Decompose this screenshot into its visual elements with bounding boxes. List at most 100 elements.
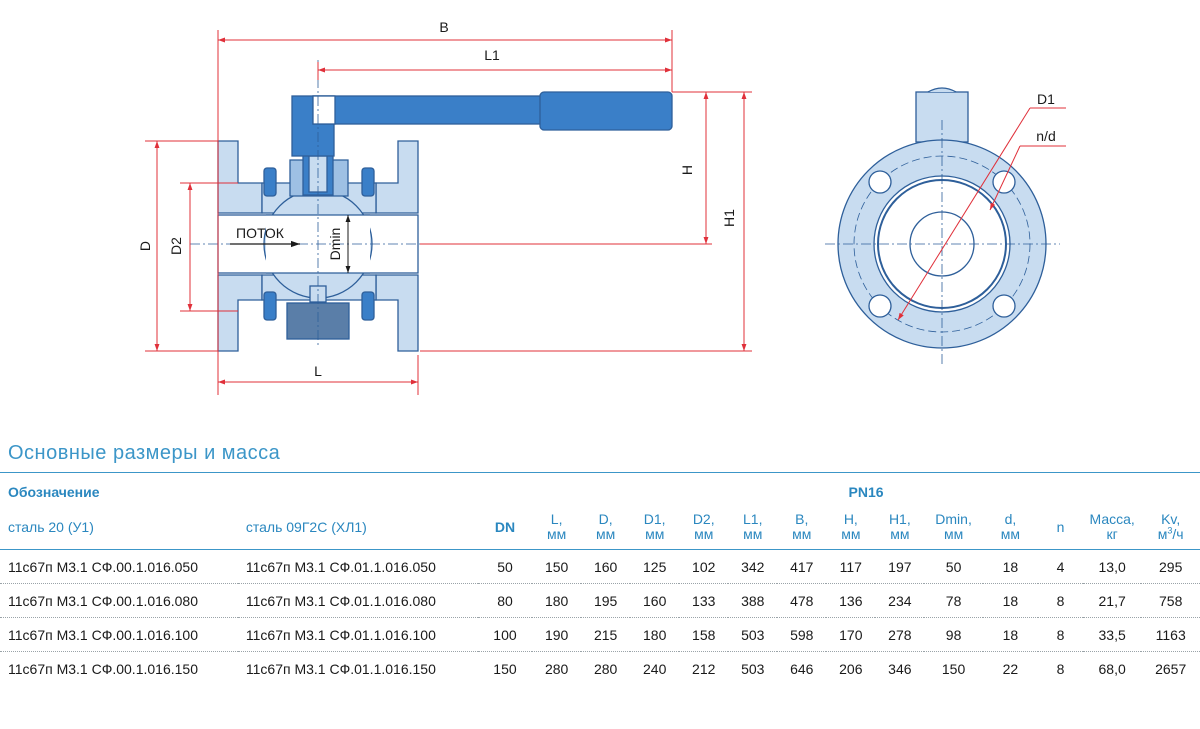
table-cell: 598 [777,617,827,652]
column-header: D1,мм [630,505,680,550]
column-header-unit: мм [826,527,875,542]
header-pn: PN16 [848,483,884,500]
unit-text: мм [694,526,714,542]
column-header-name: L1, [743,511,763,527]
front-centre-lines [825,120,1060,365]
label-Dmin: Dmin [327,228,343,261]
table-cell: 11с67п М3.1 СФ.01.1.016.100 [237,617,478,652]
table-cell: 80 [477,583,533,618]
column-header-unit: мм [983,527,1038,542]
table-cell: 212 [692,660,716,677]
column-header-name: H, [843,511,858,527]
table-cell: 50 [924,549,983,584]
label-B: B [439,19,448,35]
column-header-unit: мм [630,527,679,542]
column-header-name: Масса, [1089,511,1135,527]
table-cell: 11с67п М3.1 СФ.00.1.016.100 [0,617,238,652]
label-flow: ПОТОК [236,225,285,241]
section-title: Основные размеры и масса [8,442,281,464]
unit-text: кг [1106,526,1118,542]
table-cell: 8 [1056,660,1065,677]
column-header-unit: мм [728,527,777,542]
table-cell: 11с67п М3.1 СФ.01.1.016.050 [237,549,478,584]
column-header-name: d, [1004,511,1017,527]
column-header-unit: мм [581,527,630,542]
table-cell: 11с67п М3.1 СФ.00.1.016.080 [0,583,238,618]
label-L1: L1 [484,47,500,63]
table-cell: 136 [826,583,876,618]
table-cell: 280 [544,660,569,677]
table-header-row-1: Обозначение PN16 [0,479,1200,505]
table-cell: 646 [790,660,814,677]
column-header-name: L, [550,511,563,527]
column-header-name: DN [494,518,516,535]
table-cell: 18 [982,549,1039,584]
column-header: H1,мм [875,505,925,550]
column-header: B,мм [777,505,827,550]
column-header-name: n [1056,518,1065,535]
unit-text: мм [1000,526,1021,542]
table-cell: 150 [493,660,517,677]
table-cell: 478 [777,583,827,618]
column-header: d,мм [982,505,1039,550]
table-cell: 125 [630,549,680,584]
table-cell: 503 [741,660,765,677]
valve-technical-drawing: B L1 L D D2 H H1 ПОТОК Dmin D1 n/d [137,19,1066,395]
column-header-name: D1, [643,511,666,527]
table-cell: 280 [593,660,618,677]
unit-superscript: 3 [1167,525,1173,536]
table-cell: 2657 [1155,660,1187,677]
table-cell: 503 [728,617,778,652]
table-cell: 33,5 [1082,617,1142,652]
column-header-name: D2, [692,511,715,527]
table-cell: 197 [875,549,925,584]
unit-text: мм [743,526,763,542]
header-designation: Обозначение [8,483,100,500]
table-cell: 180 [630,617,680,652]
dimensions-table: Обозначение PN16 сталь 20 (У1) сталь 09Г… [0,479,1200,685]
table-cell: 160 [630,583,680,618]
table-cell: 346 [888,660,912,677]
table-cell: 4 [1038,549,1083,584]
table-cell: 13,0 [1082,549,1142,584]
table-cell: 78 [924,583,983,618]
unit-text: мм [943,526,964,542]
column-header: L,мм [532,505,582,550]
column-header-unit: мм [532,527,581,542]
label-nd: n/d [1036,128,1055,144]
unit-text: мм [841,526,861,542]
front-dimension-lines [897,107,1066,321]
label-H1: H1 [721,209,737,227]
table-cell: 388 [728,583,778,618]
table-cell: 8 [1038,583,1083,618]
column-header: L1,мм [728,505,778,550]
column-header-unit: м3/ч [1141,525,1200,542]
column-header: D,мм [581,505,631,550]
table-cell: 1163 [1141,617,1200,652]
table-cell: 417 [777,549,827,584]
table-cell: 98 [924,617,983,652]
column-header: Масса,кг [1082,505,1142,550]
table-cell: 18 [982,617,1039,652]
label-D: D [137,241,153,251]
table-cell: 11с67п М3.1 СФ.01.1.016.080 [237,583,478,618]
table-cell: 22 [1002,660,1019,677]
table-cell: 11с67п М3.1 СФ.00.1.016.150 [8,660,198,677]
table-cell: 8 [1038,617,1083,652]
table-cell: 117 [826,549,876,584]
column-header-unit: мм [679,527,728,542]
table-cell: 18 [982,583,1039,618]
title-divider [0,472,1200,473]
table-cell: 158 [679,617,729,652]
unit-text: мм [547,526,567,542]
table-cell: 758 [1141,583,1200,618]
column-header: DN [477,505,533,550]
label-H: H [679,165,695,175]
table-cell: 240 [643,660,667,677]
unit-text: мм [645,526,665,542]
table-cell: 50 [477,549,533,584]
table-cell: 278 [875,617,925,652]
